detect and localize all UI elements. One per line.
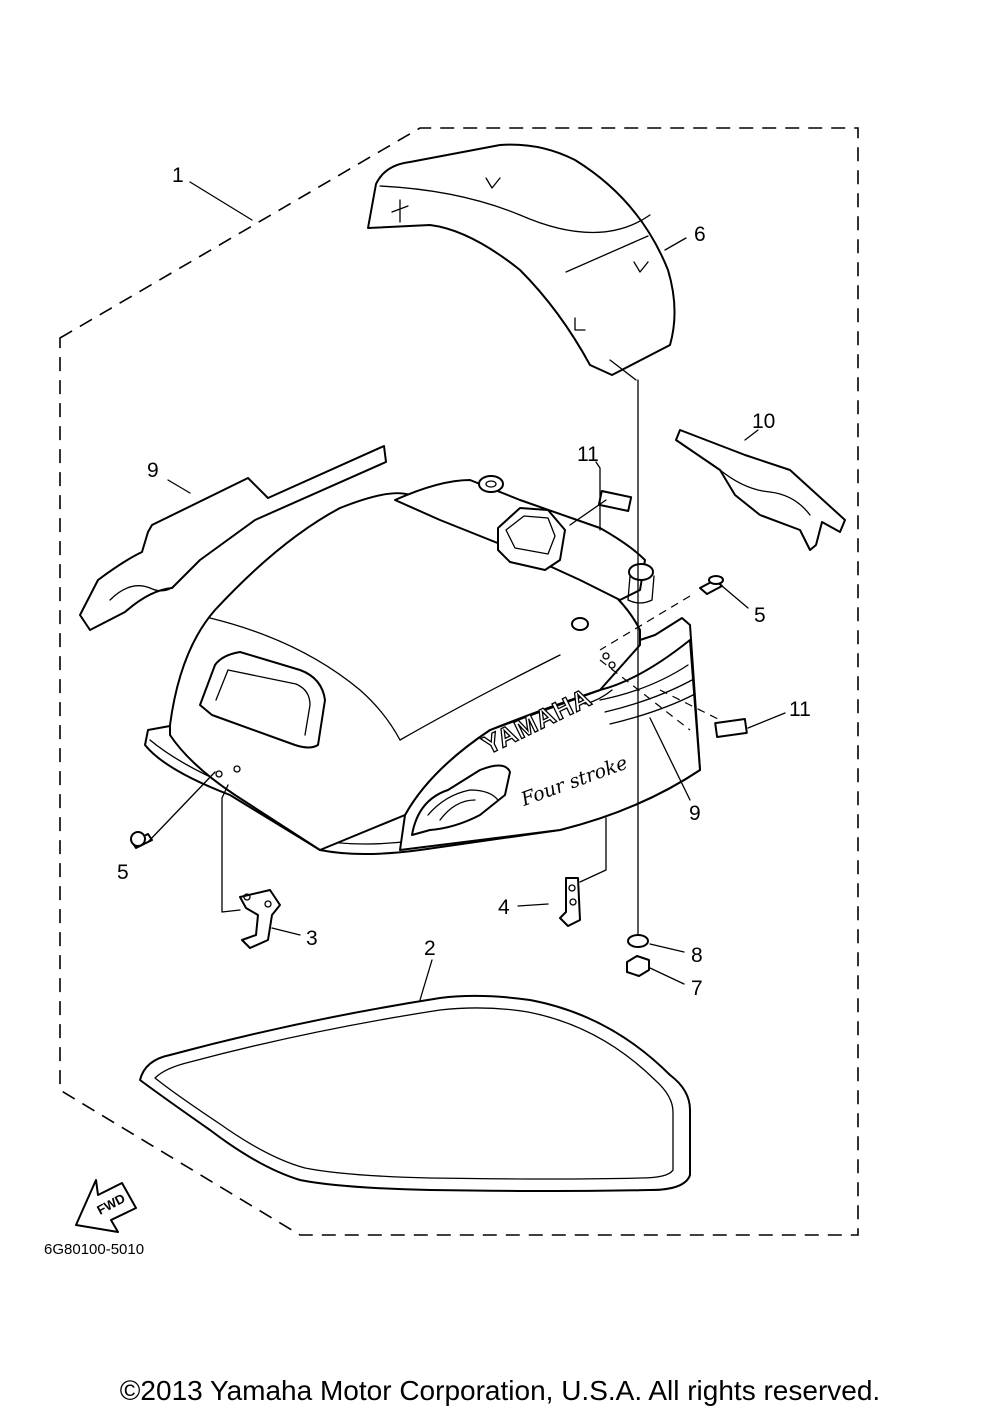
callout-9-left: 9 (147, 459, 159, 482)
part-decal-left (79, 445, 387, 631)
leader-lines (147, 181, 786, 1001)
part-washer (627, 934, 649, 948)
callout-4: 4 (498, 896, 510, 919)
callout-11-upper: 11 (577, 443, 599, 466)
part-bracket-left (239, 889, 281, 949)
callout-6: 6 (694, 223, 706, 246)
callout-1: 1 (172, 164, 184, 187)
callout-7: 7 (691, 977, 703, 1000)
part-top-cowling (144, 475, 701, 855)
part-top-cover (367, 143, 676, 376)
callout-9-right: 9 (689, 802, 701, 825)
callout-3: 3 (306, 927, 318, 950)
part-seal (139, 994, 691, 1192)
callout-11-lower: 11 (789, 698, 811, 721)
part-screw-left (130, 831, 153, 849)
callout-10: 10 (752, 410, 775, 433)
reference-code: 6G80100-5010 (44, 1241, 144, 1258)
part-screw-right (699, 575, 724, 595)
callout-5-left: 5 (117, 861, 129, 884)
callout-5-right: 5 (754, 604, 766, 627)
assembly-boundary (59, 127, 859, 1236)
callout-2: 2 (424, 937, 436, 960)
part-nut (626, 955, 650, 977)
fwd-arrow-icon: FWD (75, 1179, 137, 1233)
part-pad-lower (714, 717, 748, 739)
callout-8: 8 (691, 944, 703, 967)
copyright-notice: ©2013 Yamaha Motor Corporation, U.S.A. A… (119, 1375, 881, 1406)
